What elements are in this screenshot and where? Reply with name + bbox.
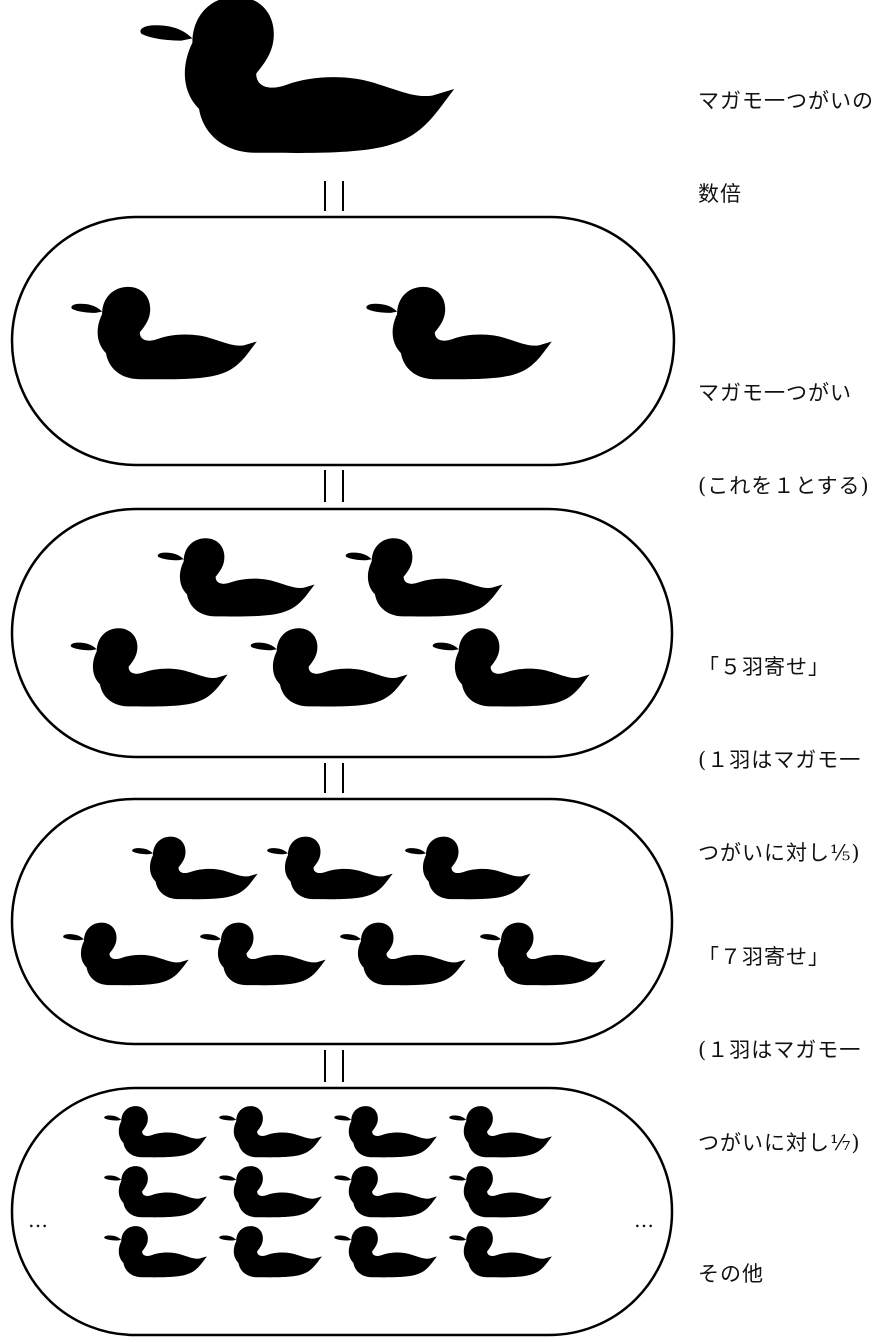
ellipsis-left: … (28, 1208, 48, 1232)
duck-icon (366, 286, 552, 380)
label-line: マガモ一つがいの (698, 89, 874, 113)
label-line: (これを１とする) (698, 474, 870, 498)
equals-connector (324, 181, 344, 1082)
duck-icon (449, 1226, 552, 1278)
duck-icon (432, 628, 590, 707)
duck-large-icon (140, 0, 455, 153)
duck-icon (449, 1166, 552, 1218)
label-seven: 「７羽寄せ」 (１羽はマガモ一 つがいに対し⅐) (698, 880, 861, 1190)
group-seven-capsule (10, 797, 674, 1046)
duck-icon (63, 922, 189, 986)
label-line: (１羽はマガモ一 (698, 748, 862, 772)
duck-icon (334, 1166, 437, 1218)
duck-icon (219, 1106, 322, 1158)
label-line: マガモ一つがい (698, 381, 852, 405)
seven-duck-group (63, 836, 606, 986)
duck-icon (70, 628, 228, 707)
duck-icon (219, 1226, 322, 1278)
label-five: 「５羽寄せ」 (１羽はマガモ一 つがいに対し⅕) (698, 590, 861, 900)
label-line: 数倍 (698, 182, 742, 206)
label-line: (１羽はマガモ一 (698, 1038, 862, 1062)
duck-icon (449, 1106, 552, 1158)
duck-icon (250, 628, 408, 707)
duck-icon (104, 1106, 207, 1158)
duck-icon (104, 1226, 207, 1278)
duck-icon (340, 922, 466, 986)
ellipsis-right: … (634, 1208, 654, 1232)
label-line: 「７羽寄せ」 (698, 945, 830, 969)
duck-icon (480, 922, 606, 986)
label-line: つがいに対し⅐) (698, 1131, 861, 1155)
five-duck-group (70, 538, 590, 707)
duck-icon (157, 538, 315, 617)
duck-icon (334, 1106, 437, 1158)
duck-icon (104, 1166, 207, 1218)
duck-icon (405, 836, 531, 900)
duck-icon (219, 1166, 322, 1218)
duck-icon (200, 922, 326, 986)
duck-icon (71, 286, 257, 380)
duck-icon (132, 836, 258, 900)
label-large-duck: マガモ一つがいの 数倍 (698, 24, 874, 241)
label-pair: マガモ一つがい (これを１とする) (698, 316, 870, 533)
group-pair-capsule (10, 215, 676, 467)
duck-icon (345, 538, 503, 617)
duck-icon (267, 836, 393, 900)
label-line: その他 (698, 1262, 764, 1286)
group-five-capsule (10, 507, 674, 759)
pair-duck-group (71, 286, 552, 380)
label-other: その他 (698, 1197, 764, 1321)
duck-icon (334, 1226, 437, 1278)
label-line: 「５羽寄せ」 (698, 655, 830, 679)
group-other-capsule (10, 1086, 674, 1337)
label-line: つがいに対し⅕) (698, 841, 861, 865)
other-duck-group (104, 1106, 552, 1278)
